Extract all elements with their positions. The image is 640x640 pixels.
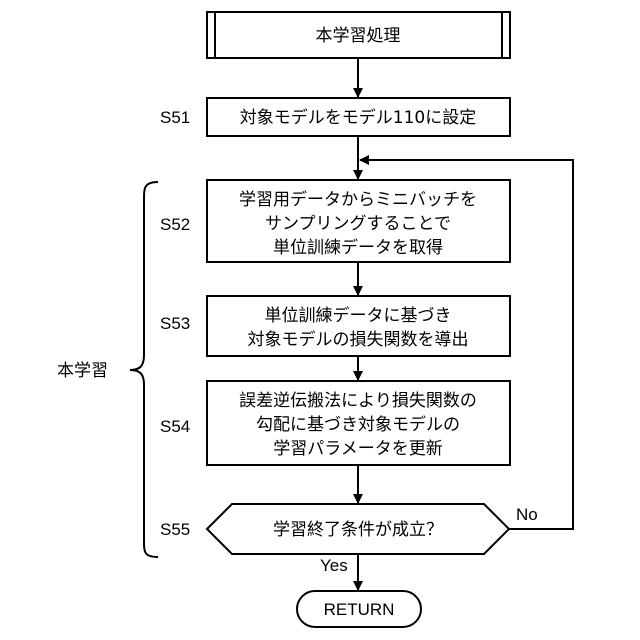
step-s52-line3: 単位訓練データを取得 xyxy=(273,237,443,258)
decision-s55-id: S55 xyxy=(160,520,190,539)
step-s53-line2: 対象モデルの損失関数を導出 xyxy=(248,329,469,350)
step-s54-id: S54 xyxy=(160,417,190,436)
step-s53-id: S53 xyxy=(160,314,190,333)
step-s54-line3: 学習パラメータを更新 xyxy=(273,439,443,459)
step-s52-line2: サンプリングすることで xyxy=(265,214,451,234)
step-s52-line1: 学習用データからミニバッチを xyxy=(239,189,477,210)
start-label: 本学習処理 xyxy=(316,26,401,46)
step-s54-line2: 勾配に基づき対象モデルの xyxy=(256,414,460,435)
return-label: RETURN xyxy=(324,600,395,619)
decision-no-label: No xyxy=(516,505,538,524)
brace-label: 本学習 xyxy=(57,361,108,381)
step-s54-line1: 誤差逆伝搬法により損失関数の xyxy=(239,391,477,411)
step-s53-line1: 単位訓練データに基づき xyxy=(265,305,452,326)
decision-s55-text: 学習終了条件が成立？ xyxy=(273,520,443,540)
decision-yes-label: Yes xyxy=(320,556,348,575)
brace xyxy=(130,182,158,557)
step-s51-text: 対象モデルをモデル110に設定 xyxy=(240,107,476,128)
step-s51-id: S51 xyxy=(160,108,190,127)
step-s52-id: S52 xyxy=(160,215,190,234)
